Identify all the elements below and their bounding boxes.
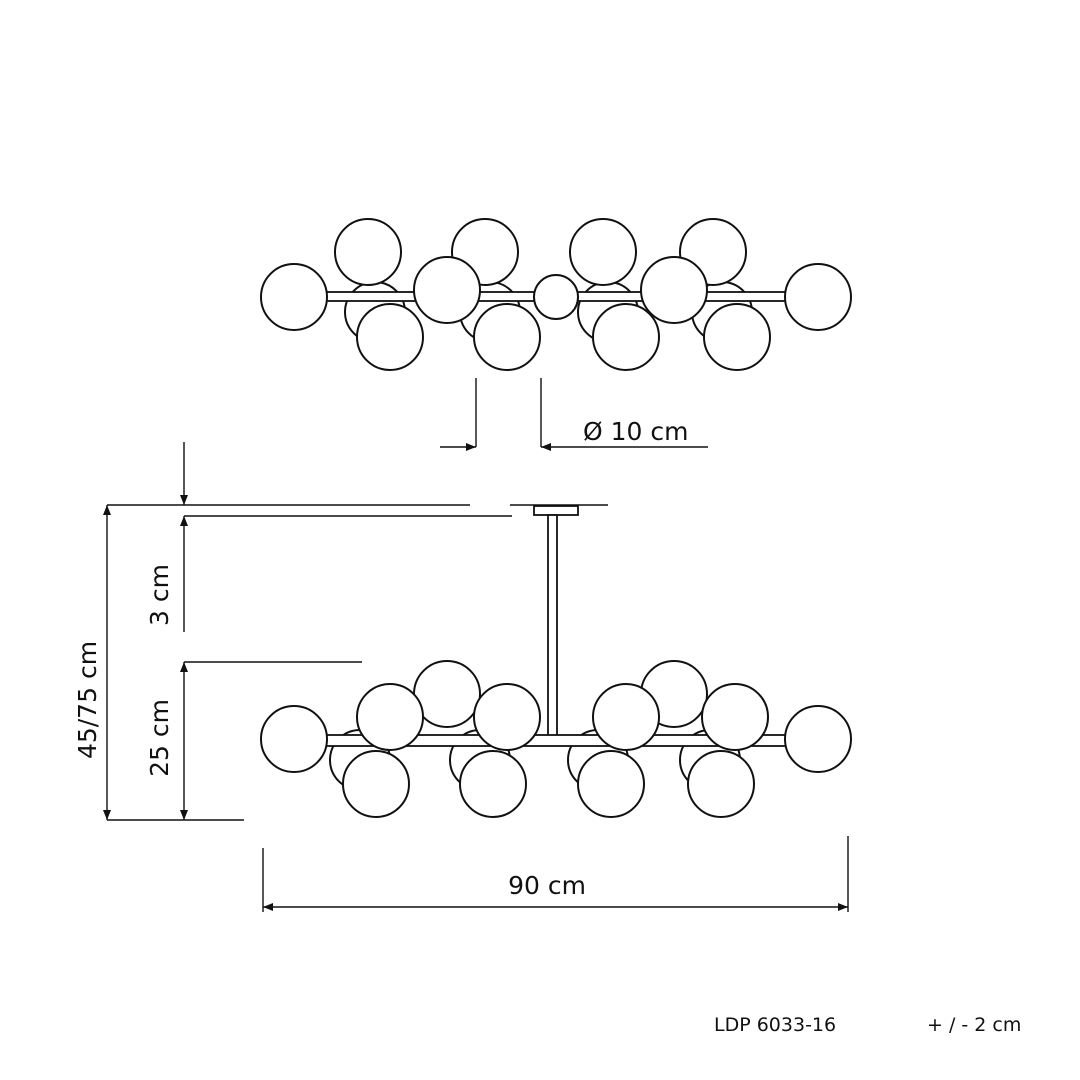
diameter-label: Ø 10 cm bbox=[583, 417, 688, 446]
body-height-label: 25 cm bbox=[145, 699, 174, 777]
canopy-height-label: 3 cm bbox=[145, 564, 174, 626]
width-label: 90 cm bbox=[508, 871, 586, 900]
total-height-label: 45/75 cm bbox=[73, 641, 102, 759]
model-number: LDP 6033-16 bbox=[714, 1014, 837, 1036]
height-dimensions: 3 cm 45/75 cm 25 cm bbox=[73, 442, 512, 821]
top-view-lamp bbox=[260, 218, 852, 371]
side-view-lamp bbox=[260, 504, 852, 818]
diameter-dimension: Ø 10 cm bbox=[440, 378, 708, 451]
tolerance-note: + / - 2 cm bbox=[927, 1014, 1022, 1036]
width-dimension: 90 cm bbox=[262, 836, 849, 912]
